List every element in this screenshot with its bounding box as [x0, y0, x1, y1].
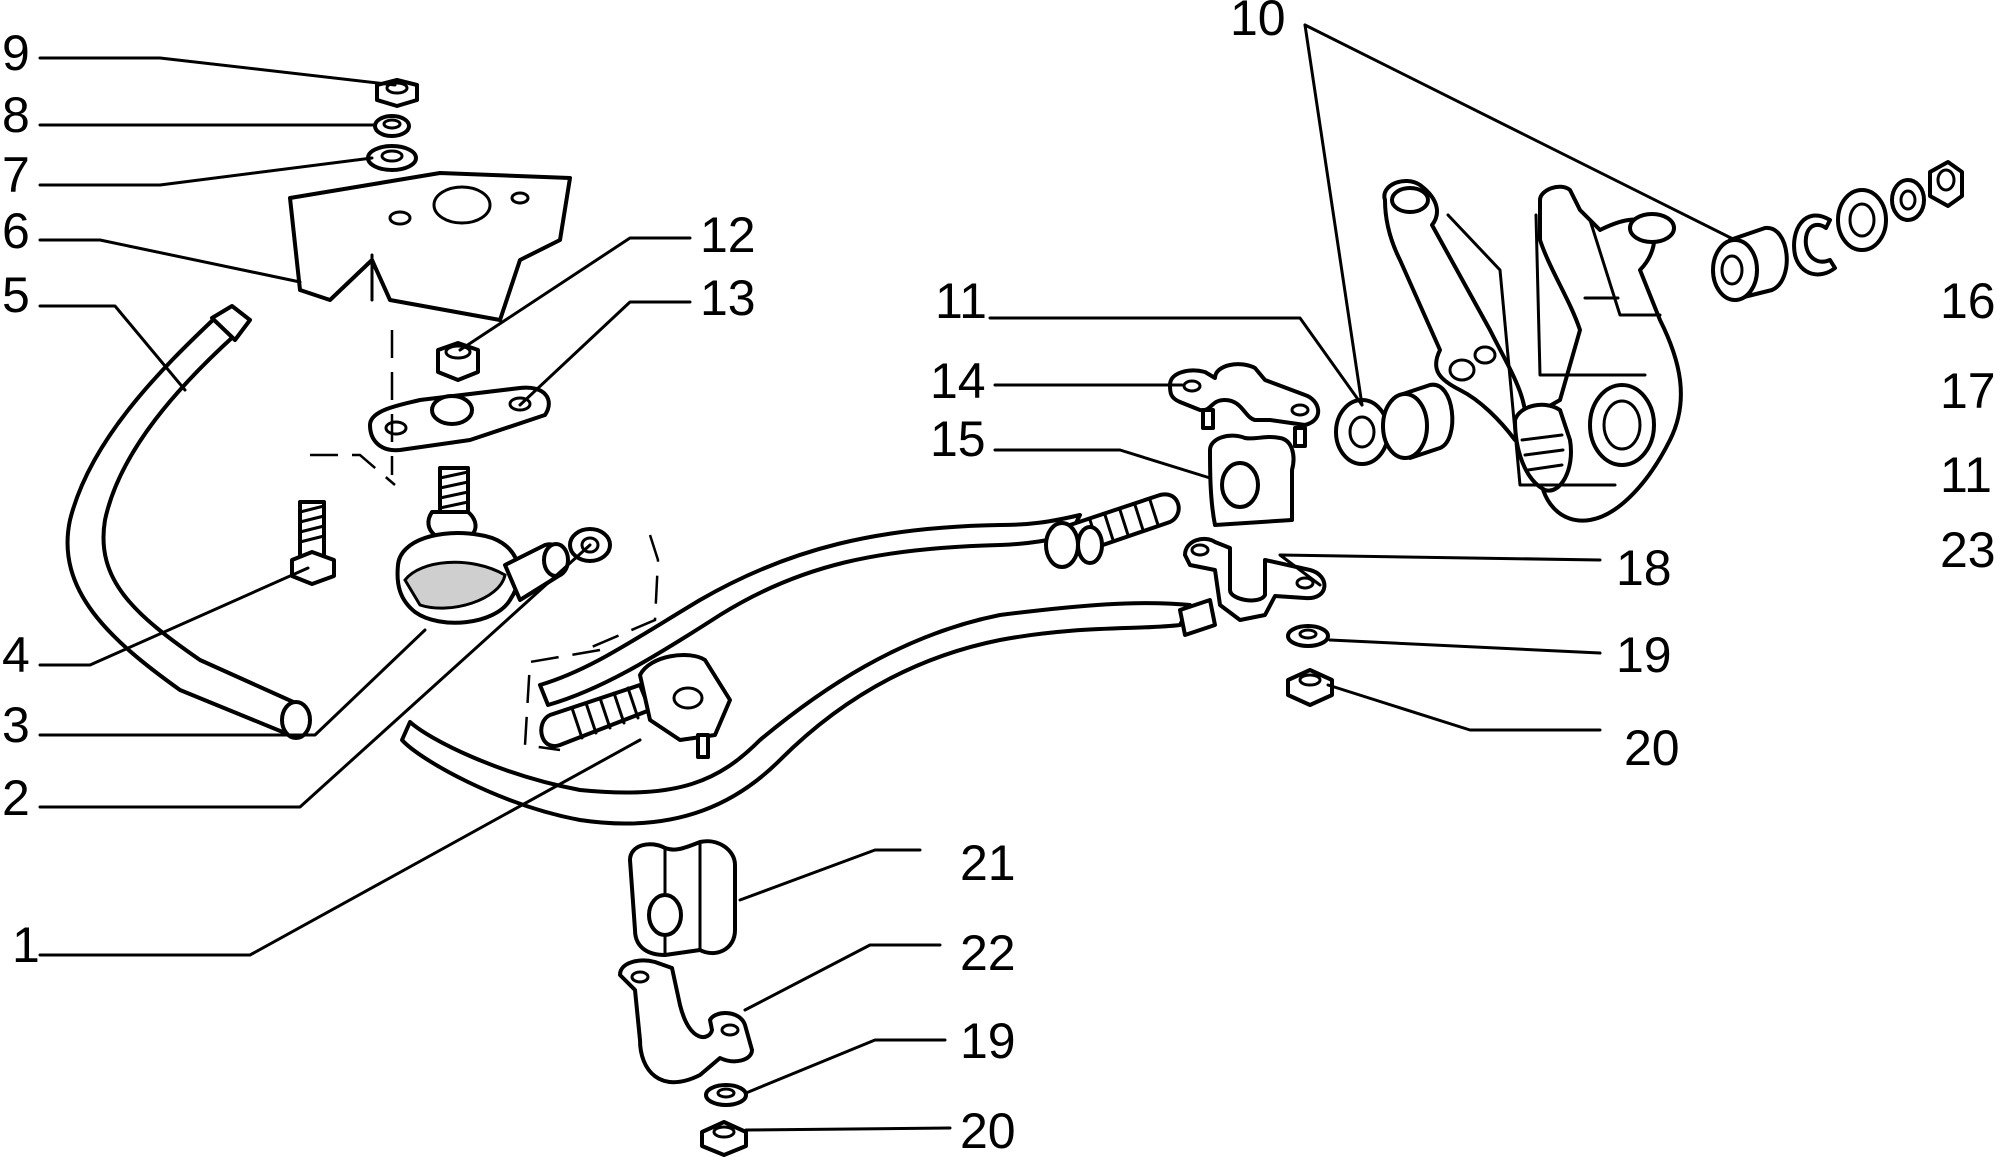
part-15-rubber-bushing — [1208, 433, 1296, 527]
callout-3: 3 — [2, 697, 30, 753]
callout-9: 9 — [2, 25, 30, 81]
part-19-washer-lower — [704, 1083, 748, 1107]
callout-17: 17 — [1940, 363, 1996, 419]
callout-5: 5 — [2, 267, 30, 323]
callout-12: 12 — [700, 207, 756, 263]
assembly-guides — [310, 330, 660, 752]
callout-20-upper: 20 — [1624, 720, 1680, 776]
part-13-mounting-plate — [368, 385, 551, 453]
part-9-nut — [375, 78, 419, 108]
part-23-circlip — [1792, 213, 1837, 277]
part-19-washer-upper — [1286, 624, 1330, 648]
part-10-bushing-right — [1711, 225, 1789, 302]
callout-7: 7 — [2, 147, 30, 203]
part-16-nut — [1928, 160, 1964, 208]
callout-1: 1 — [12, 917, 40, 973]
part-12-nut — [436, 341, 480, 382]
callout-18: 18 — [1616, 540, 1672, 596]
part-22-u-clamp — [618, 958, 754, 1085]
part-10-bushing-left — [1381, 382, 1455, 460]
callout-8: 8 — [2, 87, 30, 143]
callout-15: 15 — [930, 411, 986, 467]
part-5-hose — [65, 304, 312, 740]
callout-21: 21 — [960, 835, 1016, 891]
callout-23: 23 — [1940, 522, 1996, 578]
callout-22: 22 — [960, 925, 1016, 981]
callout-10: 10 — [1230, 0, 1286, 46]
leader-lines — [38, 23, 1737, 1132]
part-6-shield-plate — [288, 171, 572, 322]
part-3-ball-joint — [395, 466, 570, 625]
callout-16: 16 — [1940, 273, 1996, 329]
part-14-clamp-bracket — [1168, 362, 1321, 448]
callout-20-lower: 20 — [960, 1103, 1016, 1158]
part-17-washer — [1890, 178, 1926, 222]
callout-13: 13 — [700, 270, 756, 326]
callout-19-lower: 19 — [960, 1013, 1016, 1069]
callout-2: 2 — [2, 770, 30, 826]
callout-4: 4 — [2, 627, 30, 683]
part-20-nut-lower — [700, 1120, 748, 1157]
part-7-washer — [366, 144, 418, 172]
part-18-clamp-bracket — [1183, 536, 1327, 622]
callout-11-left: 11 — [935, 273, 987, 329]
callout-6: 6 — [2, 203, 30, 259]
part-20-nut-upper — [1286, 668, 1334, 707]
part-8-split-washer — [373, 114, 411, 138]
suspension-arm — [1382, 179, 1683, 523]
callout-11-right: 11 — [1940, 447, 1992, 503]
part-11-washer-left — [1334, 398, 1390, 466]
callout-14: 14 — [930, 353, 986, 409]
part-11-washer-right — [1836, 188, 1888, 252]
callout-19-upper: 19 — [1616, 627, 1672, 683]
part-21-rubber-bushing — [628, 839, 737, 957]
part-1-stabilizer-bar — [400, 492, 1217, 826]
